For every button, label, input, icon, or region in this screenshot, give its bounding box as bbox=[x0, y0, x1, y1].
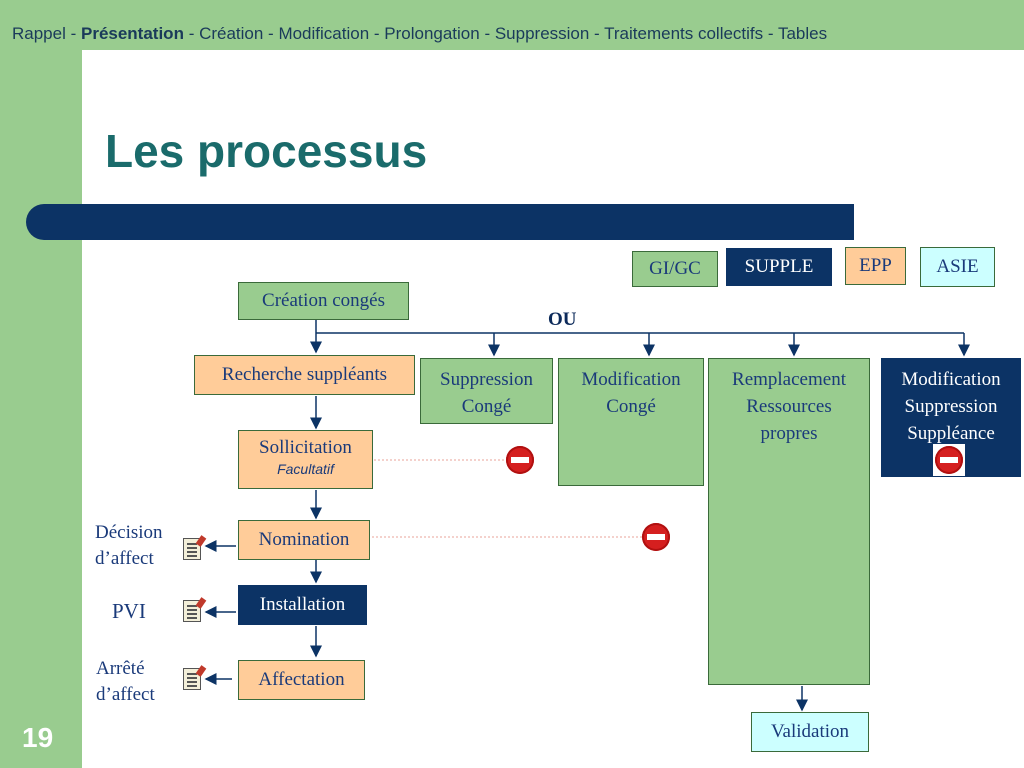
doc-label-arrete: Arrêté d’affect bbox=[96, 656, 155, 708]
step-validation: Validation bbox=[751, 712, 869, 752]
branch-suppression-conge: Suppression Congé bbox=[420, 358, 553, 424]
no-entry-icon-frame bbox=[933, 444, 965, 476]
branch-suppleance-line1: Modification bbox=[901, 369, 1001, 390]
branch-modification-line2: Congé bbox=[606, 396, 656, 417]
step-recherche-suppleants: Recherche suppléants bbox=[194, 355, 415, 395]
document-icon bbox=[183, 538, 201, 560]
breadcrumb-current: Présentation bbox=[80, 24, 184, 43]
branch-suppression-line2: Congé bbox=[461, 396, 512, 417]
branch-modification-conge: Modification Congé bbox=[558, 358, 704, 486]
left-bar bbox=[0, 0, 82, 768]
branch-suppression-line1: Suppression bbox=[440, 369, 533, 390]
legend-supple: SUPPLE bbox=[726, 248, 832, 286]
step-installation: Installation bbox=[238, 585, 367, 625]
branch-modification-line1: Modification bbox=[581, 369, 681, 390]
corner-curve bbox=[82, 50, 104, 72]
document-icon bbox=[183, 600, 201, 622]
doc-label-decision: Décision d’affect bbox=[95, 520, 163, 572]
page-number: 19 bbox=[22, 722, 54, 753]
doc-arrete-line1: Arrêté bbox=[96, 658, 145, 679]
header-bar bbox=[0, 0, 1024, 50]
step-nomination: Nomination bbox=[238, 520, 370, 560]
or-label: OU bbox=[548, 309, 577, 330]
legend-epp: EPP bbox=[845, 247, 906, 285]
doc-decision-line1: Décision bbox=[95, 522, 163, 543]
no-entry-icon bbox=[935, 446, 963, 474]
no-entry-icon bbox=[642, 523, 670, 551]
breadcrumb-after: - Création - Modification - Prolongation… bbox=[183, 24, 828, 43]
doc-arrete-line2: d’affect bbox=[96, 684, 155, 705]
branch-remplacement-line2: Ressources bbox=[746, 396, 832, 417]
title-banner bbox=[26, 204, 854, 240]
page-title: Les processus bbox=[105, 125, 428, 177]
branch-remplacement-line3: propres bbox=[760, 423, 818, 444]
legend-gigc: GI/GC bbox=[632, 251, 718, 287]
legend-asie: ASIE bbox=[920, 247, 995, 287]
branch-suppleance-line3: Suppléance bbox=[907, 423, 995, 444]
doc-decision-line2: d’affect bbox=[95, 548, 154, 569]
step-affectation: Affectation bbox=[238, 660, 365, 700]
step-sollicitation: Sollicitation Facultatif bbox=[238, 430, 373, 489]
no-entry-icon bbox=[506, 446, 534, 474]
step-creation-conges: Création congés bbox=[238, 282, 409, 320]
sollicitation-label: Sollicitation bbox=[259, 437, 352, 458]
breadcrumb: Rappel - Présentation - Création - Modif… bbox=[12, 24, 827, 44]
branch-suppleance-line2: Suppression bbox=[904, 396, 998, 417]
breadcrumb-before: Rappel - bbox=[12, 24, 81, 43]
doc-label-pvi: PVI bbox=[112, 599, 146, 623]
sollicitation-note: Facultatif bbox=[277, 461, 334, 477]
branch-remplacement: Remplacement Ressources propres bbox=[708, 358, 870, 685]
document-icon bbox=[183, 668, 201, 690]
branch-remplacement-line1: Remplacement bbox=[732, 369, 846, 390]
